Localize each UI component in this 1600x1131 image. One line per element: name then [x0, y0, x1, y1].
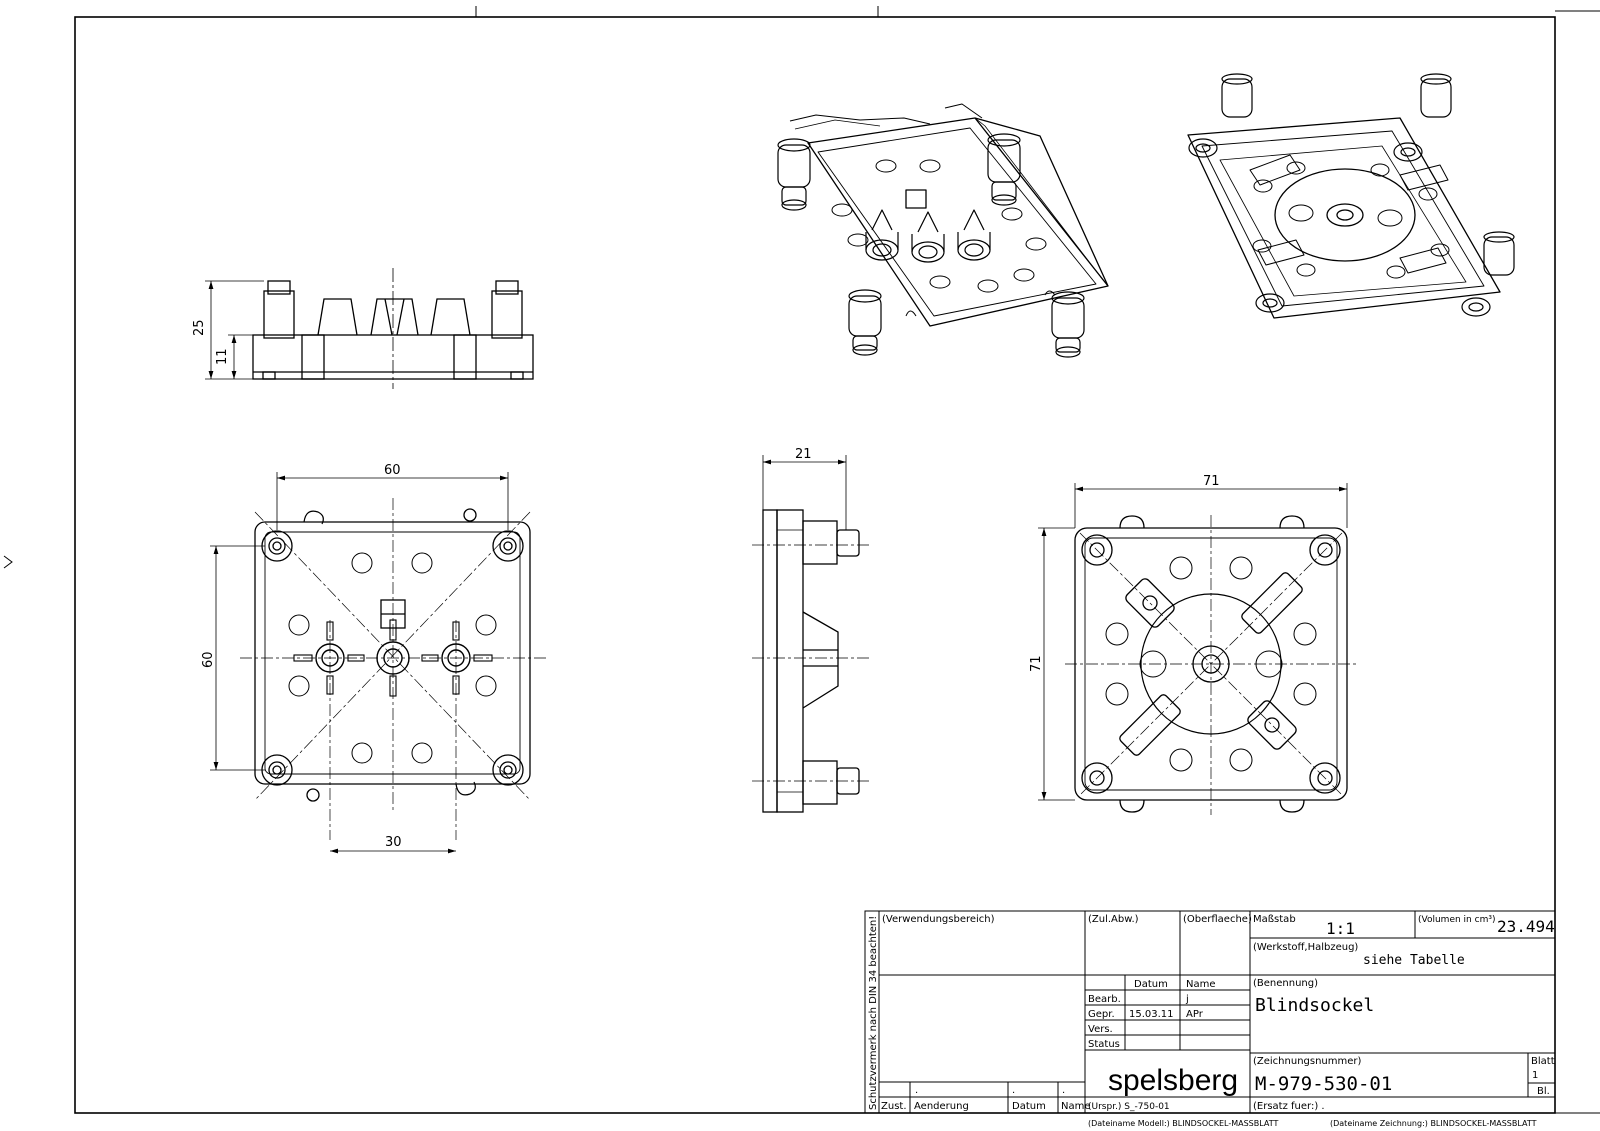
volume-value: 23.494 — [1497, 917, 1555, 936]
revision-mark-1: . — [915, 1085, 918, 1096]
revision-mark-3: . — [1062, 1085, 1065, 1096]
usage-field-label: (Verwendungsbereich) — [882, 914, 995, 925]
version-row-label: Vers. — [1088, 1024, 1113, 1035]
sheet-suffix: Bl. — [1537, 1086, 1550, 1097]
drawn-row-label: Bearb. — [1088, 994, 1121, 1005]
profile-depth-dimension — [762, 455, 847, 530]
company-logo: spelsberg — [1108, 1064, 1238, 1097]
revision-name-header: Name — [1061, 1101, 1091, 1112]
dim-71-width-label: 71 — [1203, 474, 1220, 489]
drawing-number: M-979-530-01 — [1255, 1073, 1392, 1095]
scale-field-label: Maßstab — [1253, 914, 1296, 925]
sheet-number: 1 — [1532, 1070, 1538, 1081]
isometric-view-bottom — [1187, 73, 1515, 319]
surface-field-label: (Oberflaeche) — [1183, 914, 1252, 925]
sheet-field-label: Blatt — [1531, 1056, 1555, 1067]
date-column-header: Datum — [1134, 979, 1168, 990]
tolerance-field-label: (Zul.Abw.) — [1088, 914, 1139, 925]
dim-60-height-label: 60 — [201, 651, 216, 668]
volume-field-label: (Volumen in cm³) — [1418, 915, 1495, 925]
material-value: siehe Tabelle — [1363, 953, 1465, 968]
dim-25-label: 25 — [192, 319, 207, 336]
title-field-label: (Benennung) — [1253, 978, 1318, 989]
revision-state-header: Zust. — [881, 1101, 907, 1112]
status-row-label: Status — [1088, 1039, 1120, 1050]
replacement-reference: (Ersatz fuer:) . — [1253, 1101, 1325, 1112]
name-column-header: Name — [1186, 979, 1216, 990]
revision-date-header: Datum — [1012, 1101, 1046, 1112]
revision-change-header: Aenderung — [914, 1101, 969, 1112]
origin-reference: (Urspr.) S_-750-01 — [1088, 1102, 1170, 1112]
drawing-number-field-label: (Zeichnungsnummer) — [1253, 1056, 1362, 1067]
dim-11-label: 11 — [215, 348, 230, 365]
drawing-filename: (Dateiname Zeichnung:) BLINDSOCKEL-MASSB… — [1330, 1119, 1537, 1128]
side-height-dimension — [205, 280, 264, 380]
profile-view — [752, 509, 870, 813]
title-block-grid — [864, 910, 1556, 1114]
checked-date: 15.03.11 — [1129, 1009, 1174, 1020]
top-view — [240, 498, 546, 840]
revision-mark-2: . — [1012, 1085, 1015, 1096]
model-filename: (Dateiname Modell:) BLINDSOCKEL-MASSBLAT… — [1088, 1119, 1278, 1128]
dim-21-label: 21 — [795, 447, 812, 462]
material-field-label: (Werkstoff,Halbzeug) — [1253, 942, 1358, 953]
dim-60-width-label: 60 — [384, 463, 401, 478]
isometric-view-top — [777, 103, 1109, 358]
bottom-view — [1065, 515, 1357, 815]
drawn-name: j — [1185, 994, 1189, 1005]
dim-71-height-label: 71 — [1029, 655, 1044, 672]
part-title: Blindsockel — [1255, 995, 1374, 1016]
protection-note: Schutzvermerk nach DIN 34 beachten! — [868, 916, 879, 1110]
checked-name: APr — [1186, 1009, 1204, 1020]
dim-30-label: 30 — [385, 835, 402, 850]
checked-row-label: Gepr. — [1088, 1009, 1115, 1020]
side-view — [252, 268, 534, 389]
bottom-size-dimension — [1038, 483, 1348, 801]
drawing-frame — [3, 6, 1600, 1114]
scale-value: 1:1 — [1326, 919, 1355, 938]
top-width-dimension — [210, 472, 509, 854]
